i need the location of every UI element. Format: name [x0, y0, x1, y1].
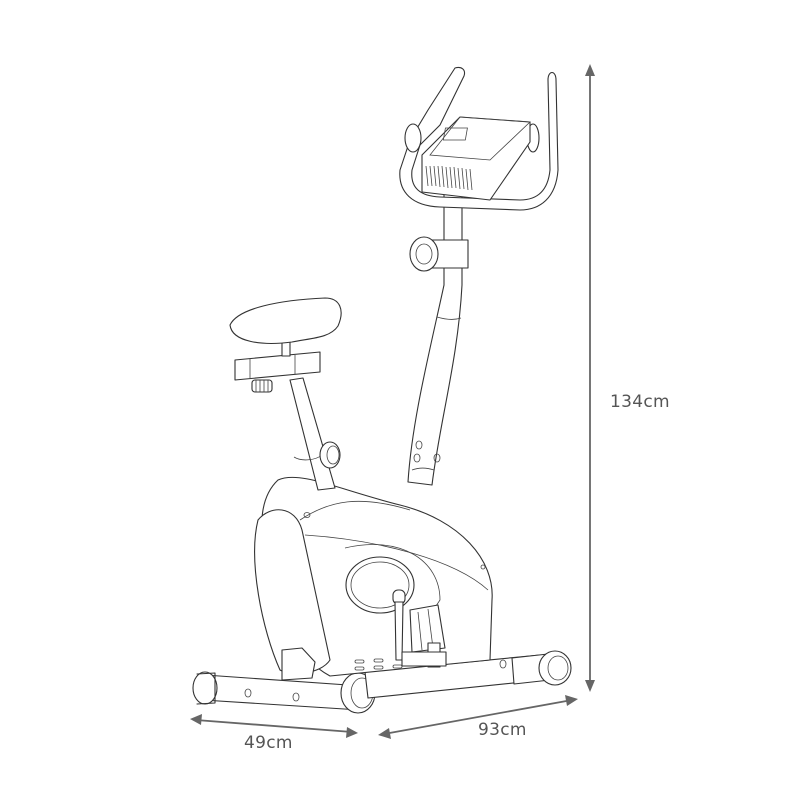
height-dimension-label: 134cm: [610, 392, 670, 412]
flywheel-shroud: [254, 476, 493, 681]
length-dimension-line: [378, 695, 578, 739]
length-dimension-label: 93cm: [478, 720, 527, 740]
height-dimension-line: [585, 64, 595, 692]
console-speaker-grille: [425, 165, 473, 191]
width-dimension-line: [190, 714, 358, 738]
crank-and-pedal: [392, 589, 447, 668]
handlebar-post: [407, 189, 469, 486]
width-dimension-label: 49cm: [244, 733, 293, 753]
rear-stabilizer: [192, 671, 376, 714]
seat-assembly: [229, 297, 342, 491]
handlebars-and-console: [399, 66, 559, 211]
